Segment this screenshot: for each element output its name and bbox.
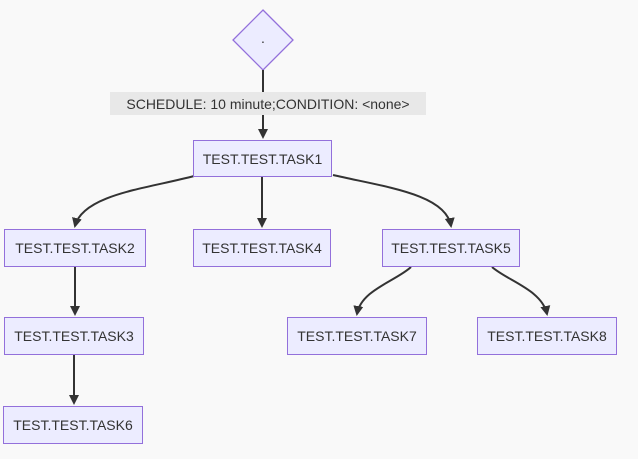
node-task7: TEST.TEST.TASK7 [287, 317, 427, 355]
node-task4: TEST.TEST.TASK4 [193, 229, 331, 267]
node-task1: TEST.TEST.TASK1 [193, 140, 332, 177]
edge-task5-task7 [353, 266, 412, 316]
node-task2-label: TEST.TEST.TASK2 [15, 240, 135, 256]
node-task6-label: TEST.TEST.TASK6 [13, 417, 133, 433]
edge-task1-task5 [332, 174, 455, 228]
edge-label-schedule-condition: SCHEDULE: 10 minute;CONDITION: <none> [110, 92, 426, 115]
node-task1-label: TEST.TEST.TASK1 [202, 150, 323, 167]
node-task5-label: TEST.TEST.TASK5 [391, 240, 511, 256]
root-node-label: . [261, 30, 265, 46]
node-task3: TEST.TEST.TASK3 [4, 317, 144, 355]
edge-task5-task8 [491, 266, 551, 316]
node-task4-label: TEST.TEST.TASK4 [202, 240, 322, 256]
node-task8-label: TEST.TEST.TASK8 [487, 328, 607, 344]
node-task7-label: TEST.TEST.TASK7 [297, 328, 417, 344]
node-task6: TEST.TEST.TASK6 [3, 406, 143, 444]
node-task3-label: TEST.TEST.TASK3 [14, 328, 134, 344]
edge-task1-task2 [72, 175, 195, 228]
node-task5: TEST.TEST.TASK5 [382, 229, 520, 267]
node-task2: TEST.TEST.TASK2 [4, 229, 146, 267]
node-task8: TEST.TEST.TASK8 [477, 317, 617, 355]
